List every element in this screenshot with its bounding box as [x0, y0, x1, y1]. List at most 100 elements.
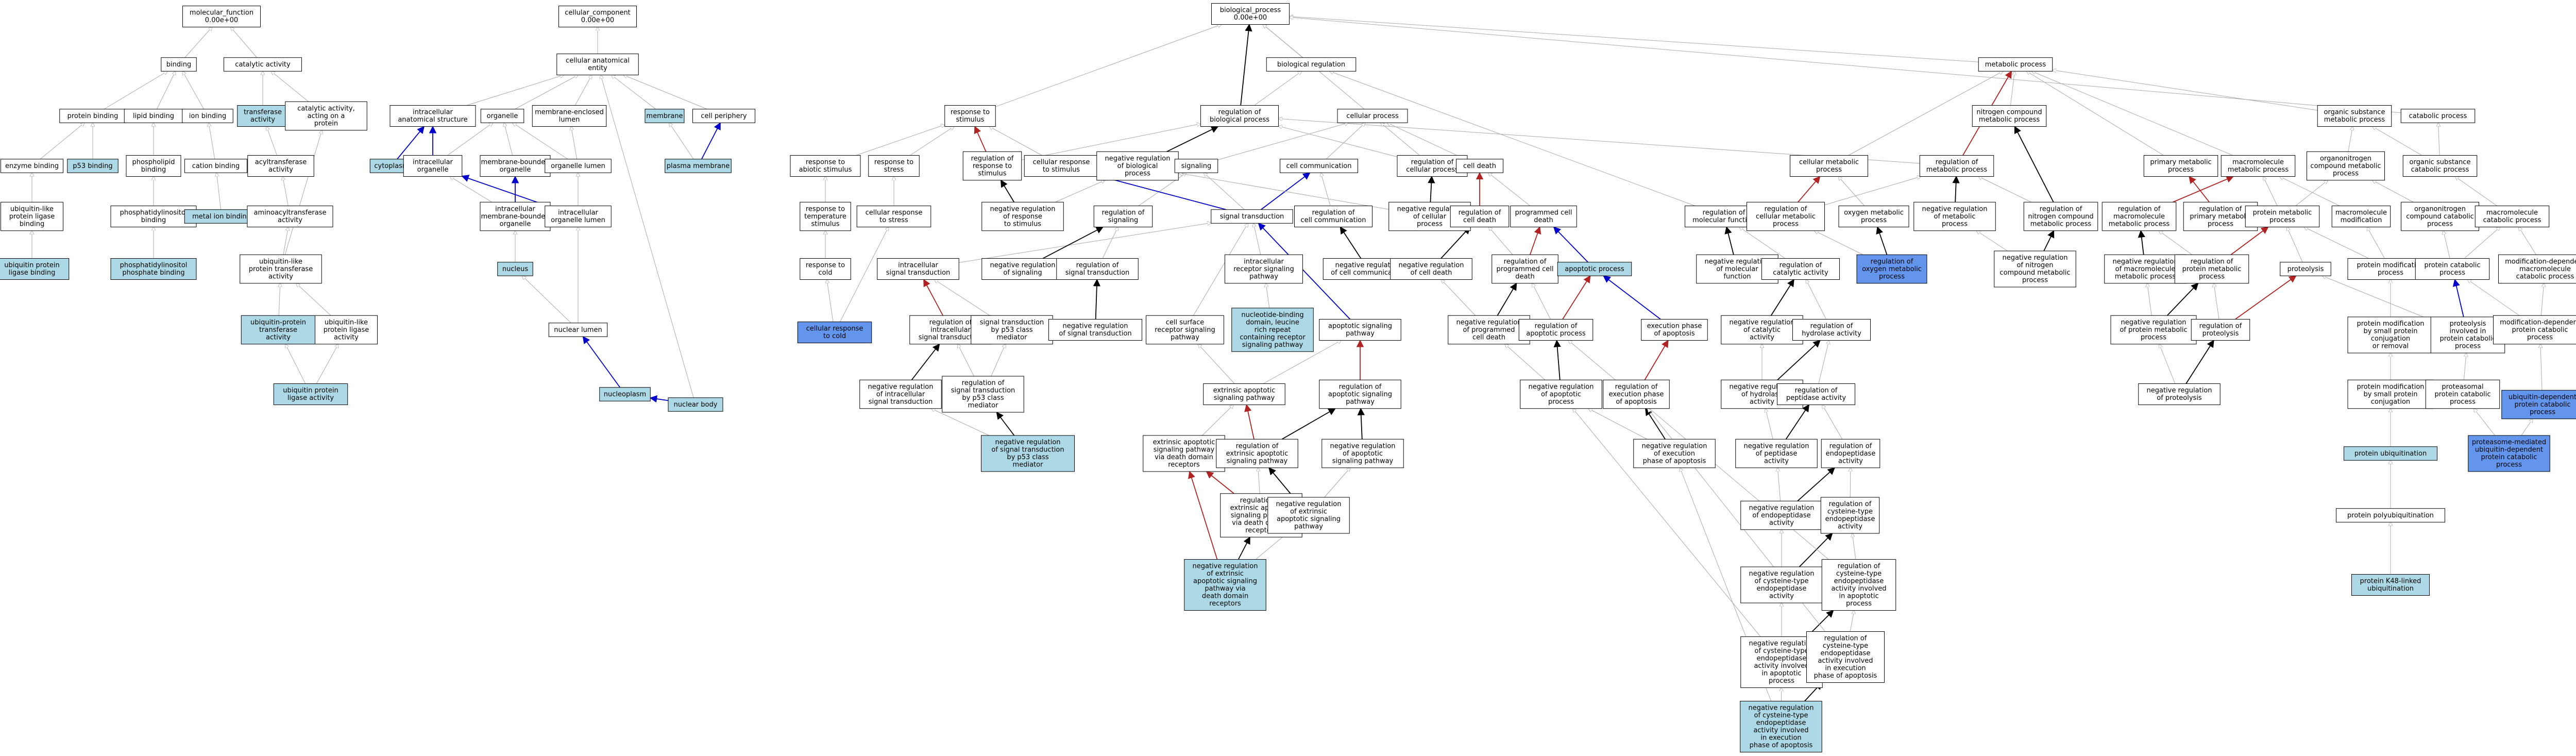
go-node-membrane[interactable]: membrane: [645, 109, 685, 123]
go-node-metalbind[interactable]: metal ion binding: [184, 209, 259, 224]
go-node-nucleoplasm[interactable]: nucleoplasm: [599, 387, 651, 401]
go-node-nucleus[interactable]: nucleus: [497, 262, 533, 276]
go-node-protpolyub[interactable]: protein polyubiquitination: [2336, 508, 2445, 523]
go-node-regcys[interactable]: regulation ofcysteine-typeendopeptidasea…: [1820, 497, 1880, 534]
go-node-ionbind[interactable]: ion binding: [182, 109, 233, 123]
go-node-apoptotic[interactable]: apoptotic process: [1557, 262, 1632, 276]
go-node-sigtrans[interactable]: signal transduction: [1211, 209, 1293, 224]
go-node-protbind[interactable]: protein binding: [59, 109, 126, 123]
go-node-cellper[interactable]: cell periphery: [692, 109, 755, 123]
go-node-organelle[interactable]: organelle: [480, 109, 524, 123]
go-node-catact[interactable]: catalytic activity: [224, 57, 302, 72]
go-node-regcysexec[interactable]: regulation ofcysteine-typeendopeptidasea…: [1806, 631, 1885, 683]
go-node-nuclumen[interactable]: nuclear lumen: [548, 323, 608, 337]
go-node-binding[interactable]: binding: [161, 57, 197, 72]
go-node-moddepmacro[interactable]: modification-dependentmacromoleculecatab…: [2498, 254, 2576, 284]
go-node-cationbind[interactable]: cation binding: [184, 159, 247, 173]
go-node-lipbind[interactable]: lipid binding: [124, 109, 183, 123]
go-node-protubiq[interactable]: protein ubiquitination: [2344, 446, 2437, 461]
go-node-metproc[interactable]: metabolic process: [1978, 57, 2053, 72]
go-node-nucbody[interactable]: nuclear body: [668, 397, 723, 412]
